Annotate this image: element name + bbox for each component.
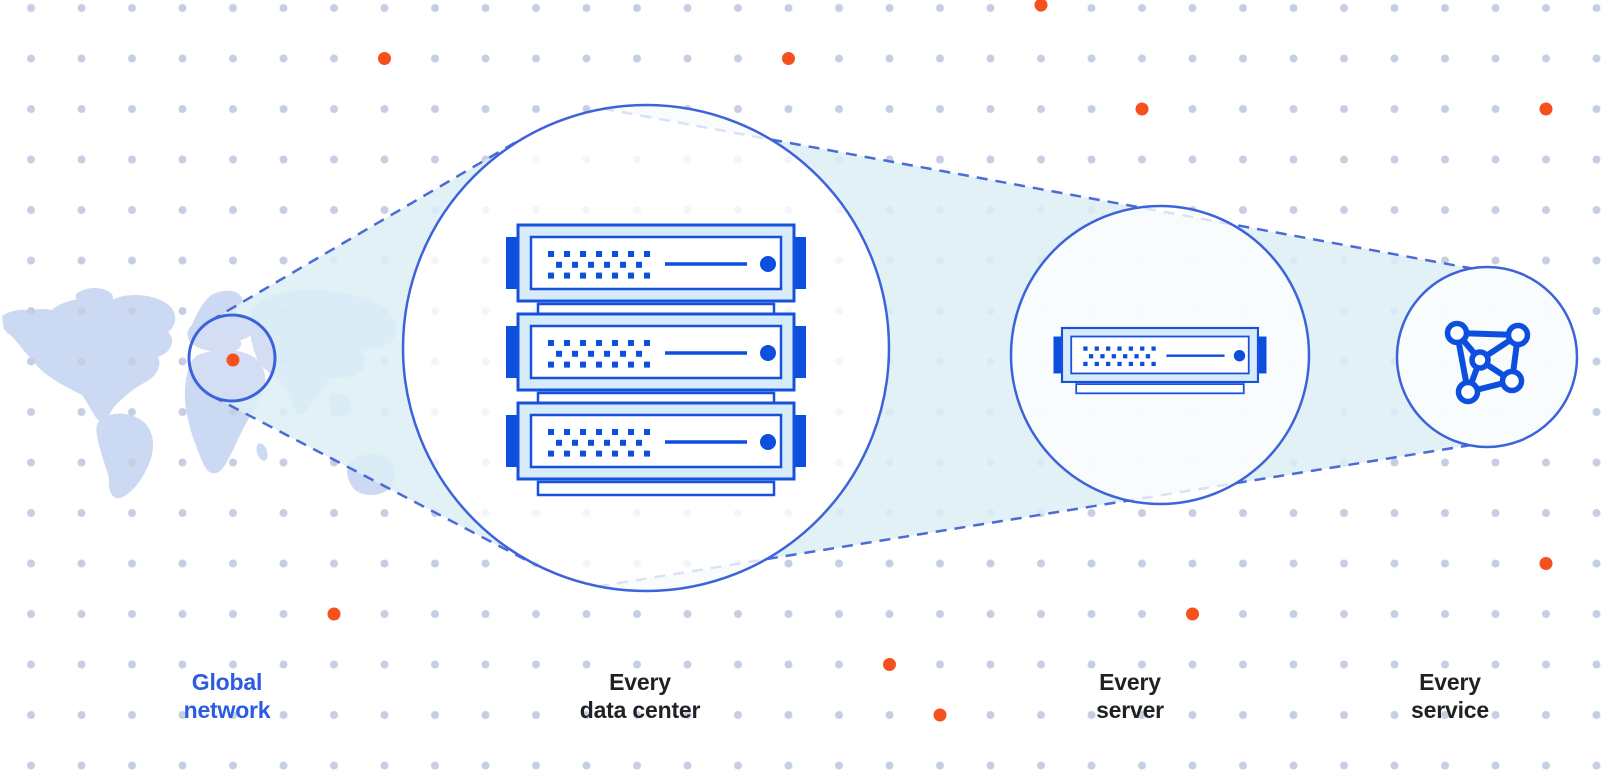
zoom-cone-globe-to-datacenter xyxy=(210,138,533,564)
service-label-line1: Every xyxy=(1419,669,1481,695)
network-location-dot xyxy=(1034,0,1048,12)
mesh-node-top-right xyxy=(1505,322,1531,348)
rack-server-stack xyxy=(504,223,808,497)
network-location-dot xyxy=(226,353,240,367)
single-server-icon xyxy=(1052,326,1268,395)
network-location-dot xyxy=(378,52,391,65)
dashed-guide-top-left xyxy=(209,137,523,322)
network-location-dot xyxy=(327,607,341,621)
dashed-guide-top-right xyxy=(602,107,1472,270)
mesh-network-icon xyxy=(1444,320,1531,405)
network-location-dot xyxy=(782,52,795,65)
network-location-dot xyxy=(1539,557,1553,570)
server-label-line1: Every xyxy=(1099,669,1161,695)
mesh-node-center xyxy=(1469,349,1491,371)
rack-server-icon-3 xyxy=(504,401,808,497)
data-center-label: Every data center xyxy=(580,668,701,724)
network-location-dot xyxy=(883,658,896,671)
network-location-dot xyxy=(1135,102,1149,116)
service-label-line2: service xyxy=(1411,697,1489,723)
dashed-guide-bottom-right xyxy=(597,444,1470,588)
network-location-dots xyxy=(226,0,1553,722)
dashed-guides xyxy=(209,107,1472,588)
global-network-label-line1: Global xyxy=(191,669,263,695)
network-location-dot xyxy=(1186,607,1199,621)
network-location-dot xyxy=(933,708,947,722)
mesh-node-bottom-right xyxy=(1499,368,1525,394)
network-location-dot xyxy=(1539,102,1553,116)
dashed-guide-bottom-left xyxy=(211,394,534,565)
mesh-node-top-left xyxy=(1444,320,1470,346)
server-label: Every server xyxy=(1096,668,1164,724)
server-label-line2: server xyxy=(1096,697,1164,723)
service-label: Every service xyxy=(1411,668,1489,724)
mesh-node-bottom-left xyxy=(1455,379,1481,405)
global-network-label: Global network xyxy=(184,668,271,724)
data-center-label-line2: data center xyxy=(579,697,701,723)
data-center-label-line1: Every xyxy=(609,669,671,695)
global-network-label-line2: network xyxy=(183,697,271,723)
rack-server-icon-1 xyxy=(504,223,808,319)
rack-server-icon-2 xyxy=(504,312,808,408)
